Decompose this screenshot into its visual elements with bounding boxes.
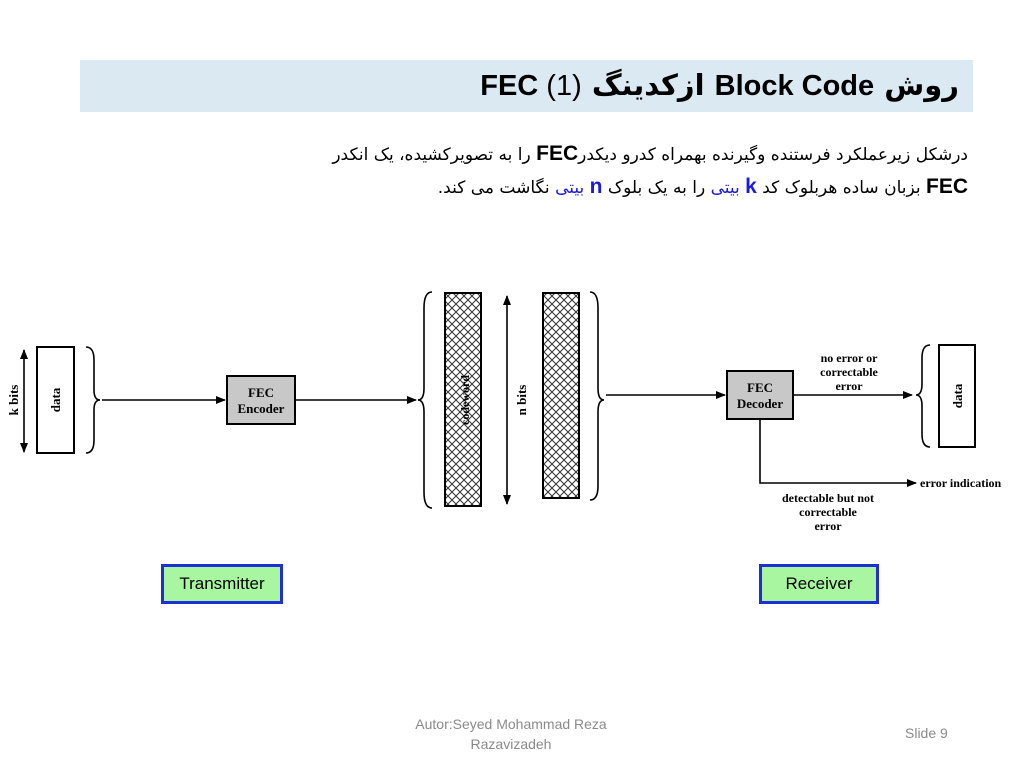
fec-decoder-block <box>726 370 794 420</box>
footer-author: Autor:Seyed Mohammad Reza Razavizadeh <box>415 716 607 752</box>
detectable-label-3: error <box>814 519 842 533</box>
fec-encoder-label-2: Encoder <box>238 401 285 416</box>
body-l2-n: n <box>589 175 603 198</box>
body-l2-k: k <box>745 175 757 198</box>
received-codeword-block <box>542 292 580 499</box>
no-error-label-1: no error or <box>821 351 879 365</box>
k-bits-label: k bits <box>6 385 21 416</box>
body-l1-fec: FEC <box>536 142 579 165</box>
fec-encoder-block <box>226 375 296 425</box>
brace-left <box>85 346 101 454</box>
codeword-block <box>444 292 482 507</box>
receiver-label-box: Receiver <box>759 564 879 604</box>
no-error-label-3: error <box>835 379 863 393</box>
body-l1-a: درشکل زیرعملکرد فرستنده وگیرنده بهمراه ک… <box>578 145 968 165</box>
fec-decoder-label-2: Decoder <box>737 396 783 411</box>
body-line-1: درشکل زیرعملکرد فرستنده وگیرنده بهمراه ک… <box>68 138 968 171</box>
brace-output-left <box>915 344 931 448</box>
title-fec: FEC <box>480 70 539 102</box>
codeword-label: codeword <box>458 375 472 425</box>
title-part2: ازکدینگ <box>581 68 715 102</box>
body-l2-bits1: بیتی <box>710 178 746 198</box>
fec-encoder-label-1: FEC <box>248 385 274 400</box>
transmitter-label: Transmitter <box>179 574 265 593</box>
body-l1-b: را به تصویرکشیده، یک انکدر <box>332 145 537 165</box>
fec-decoder-label-1: FEC <box>747 380 773 395</box>
no-error-label-2: correctable <box>820 365 878 379</box>
title-part3: (1) <box>538 70 582 102</box>
slide-title: روش Block Code ازکدینگ FEC (1) <box>480 68 959 103</box>
footer-slide-number: Slide 9 <box>905 725 948 741</box>
arrow-decoder-to-error-indication <box>759 419 917 487</box>
data-label-right: data <box>950 383 965 408</box>
data-label-left: data <box>48 387 63 412</box>
body-l2-b: را به یک بلوک <box>602 178 711 198</box>
detectable-label-1: detectable but not <box>782 491 874 505</box>
body-l2-bits2: بیتی <box>555 178 590 198</box>
title-bar: روش Block Code ازکدینگ FEC (1) <box>80 60 973 112</box>
receiver-label: Receiver <box>785 574 853 593</box>
transmitter-label-box: Transmitter <box>161 564 283 604</box>
title-en: Block Code <box>714 70 875 102</box>
error-indication-label: error indication <box>920 476 1002 490</box>
data-block-left <box>36 346 75 454</box>
brace-codeword-left <box>417 291 433 509</box>
n-bits-label: n bits <box>514 385 529 416</box>
brace-received-right <box>589 291 605 501</box>
data-block-right <box>938 344 976 448</box>
body-l2-fec: FEC <box>926 175 968 198</box>
body-line-2: FEC بزبان ساده هربلوک کد k بیتی را به یک… <box>68 171 968 204</box>
body-paragraph: درشکل زیرعملکرد فرستنده وگیرنده بهمراه ک… <box>68 138 968 204</box>
body-l2-c: نگاشت می کند. <box>437 178 556 198</box>
body-l2-a: بزبان ساده هربلوک کد <box>756 178 926 198</box>
detectable-label-2: correctable <box>799 505 857 519</box>
title-part1: روش <box>874 68 959 102</box>
